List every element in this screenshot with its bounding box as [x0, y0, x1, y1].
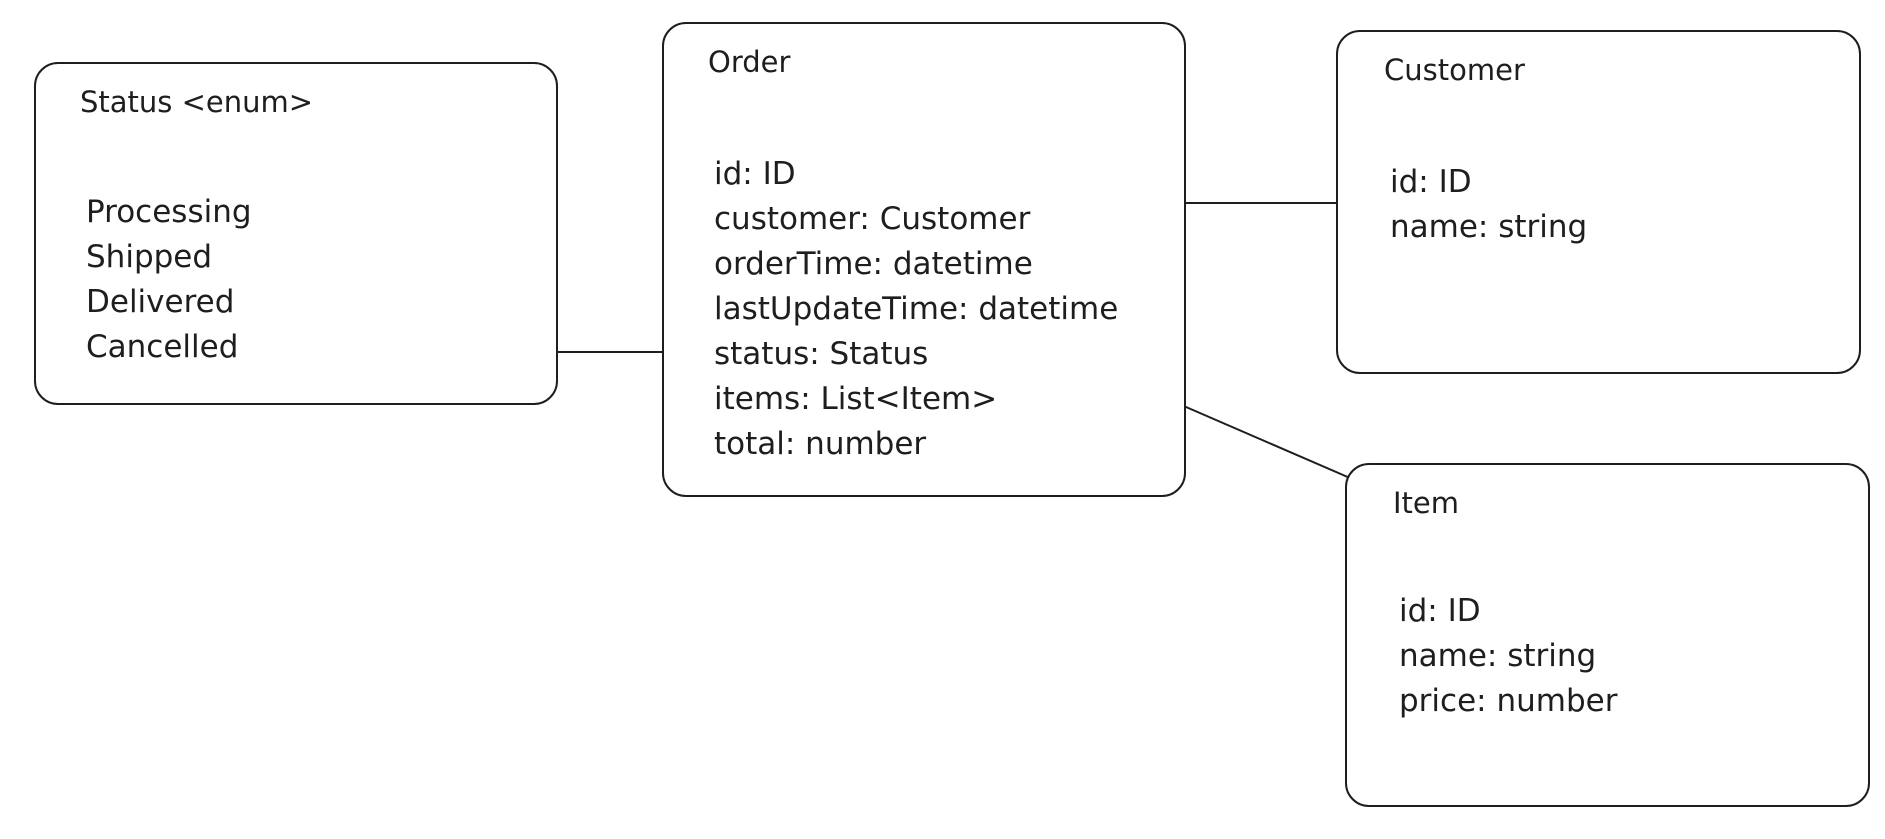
customer-fields: id: ID name: string	[1390, 160, 1587, 250]
order-fields: id: ID customer: Customer orderTime: dat…	[714, 152, 1118, 467]
customer-class-box[interactable]: Customer id: ID name: string	[1336, 30, 1861, 374]
class-field: status: Status	[714, 336, 929, 372]
order-class-box[interactable]: Order id: ID customer: Customer orderTim…	[662, 22, 1186, 497]
class-field: id: ID	[714, 156, 796, 192]
class-field: customer: Customer	[714, 201, 1031, 237]
connector-order-item	[1185, 406, 1351, 479]
status-enum-title: Status <enum>	[80, 85, 314, 119]
class-field: name: string	[1399, 638, 1597, 674]
class-field: id: ID	[1390, 164, 1472, 200]
order-class-title: Order	[708, 45, 791, 79]
class-field: total: number	[714, 426, 927, 462]
enum-value: Cancelled	[86, 329, 239, 365]
class-field: lastUpdateTime: datetime	[714, 291, 1119, 327]
item-class-title: Item	[1393, 486, 1460, 520]
item-fields: id: ID name: string price: number	[1399, 589, 1617, 724]
status-enum-values: Processing Shipped Delivered Cancelled	[86, 190, 252, 370]
class-field: name: string	[1390, 209, 1588, 245]
enum-value: Delivered	[86, 284, 235, 320]
status-enum-box[interactable]: Status <enum> Processing Shipped Deliver…	[34, 62, 558, 405]
class-field: items: List<Item>	[714, 381, 998, 417]
class-field: orderTime: datetime	[714, 246, 1033, 282]
customer-class-title: Customer	[1384, 53, 1525, 87]
class-field: id: ID	[1399, 593, 1481, 629]
enum-value: Processing	[86, 194, 252, 230]
item-class-box[interactable]: Item id: ID name: string price: number	[1345, 463, 1870, 807]
enum-value: Shipped	[86, 239, 213, 275]
class-field: price: number	[1399, 683, 1618, 719]
